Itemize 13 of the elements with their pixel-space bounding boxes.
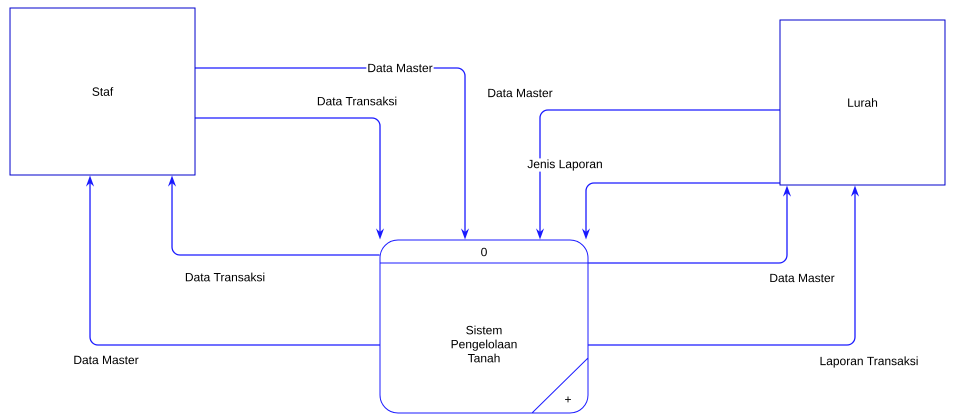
edge-label: Laporan Transaksi: [818, 355, 920, 369]
plus-sign: +: [565, 396, 571, 402]
entity-box: Lurah: [780, 20, 946, 186]
edge-label: Jenis Laporan: [526, 158, 604, 172]
entity-box: Staf: [10, 8, 196, 176]
edge-label: Data Transaksi: [184, 272, 266, 282]
edge-label: Data Master: [486, 88, 554, 98]
edge-label: Data Transaksi: [316, 96, 398, 106]
edge-label: Data Master: [366, 62, 434, 74]
process-name: Sistem Pengelolaan Tanah: [452, 326, 517, 362]
edge-label: Data Master: [72, 354, 140, 366]
edge-label: Data Master: [768, 272, 836, 284]
process-number: 0: [481, 248, 487, 256]
